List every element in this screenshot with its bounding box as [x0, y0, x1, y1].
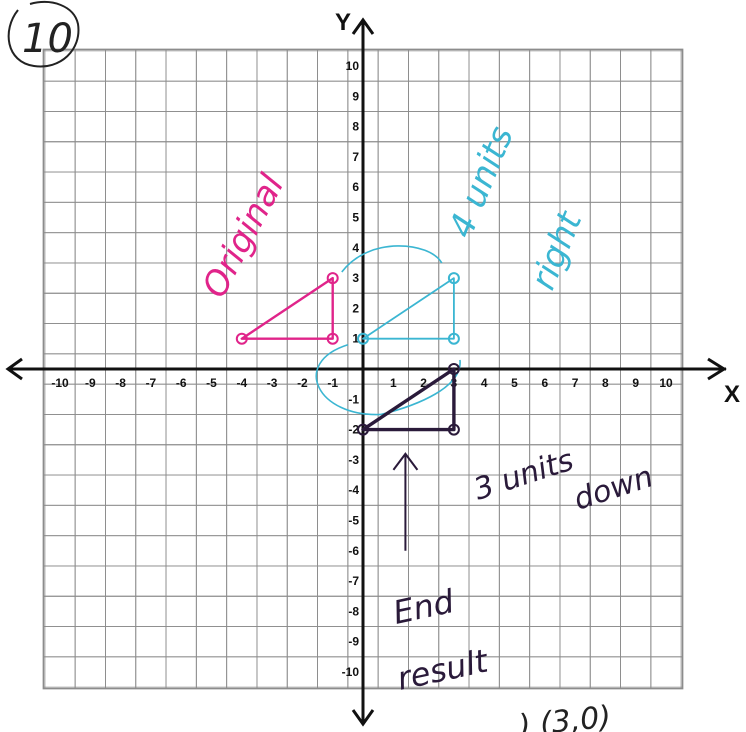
end-result-arrowhead: [392, 452, 419, 471]
end-result-line1: End: [390, 582, 458, 632]
original-triangle-vertex: [235, 332, 248, 345]
translate-down-line2: down: [570, 459, 658, 517]
original-triangle-vertex: [326, 272, 339, 285]
y-tick-label: -7: [348, 574, 359, 588]
y-tick-label: 2: [352, 301, 359, 315]
final-triangle-vertex: [447, 363, 460, 375]
y-axis-arrow-down: [351, 709, 375, 727]
x-axis-arrow-left: [5, 357, 23, 381]
y-tick-label: -6: [348, 544, 359, 558]
x-tick-label: 9: [632, 376, 639, 390]
y-tick-label: 1: [352, 332, 359, 346]
x-tick-label: 4: [481, 376, 488, 390]
translate-down-line1: 3 units: [470, 443, 578, 508]
x-tick-label: 5: [511, 376, 518, 390]
x-tick-label: -1: [327, 376, 338, 390]
x-tick-label: -9: [85, 376, 96, 390]
y-tick-label: 4: [352, 241, 359, 255]
x-tick-label: 10: [659, 376, 673, 390]
y-tick-label: 5: [352, 211, 359, 225]
shifted-triangle: [362, 277, 455, 340]
x-tick-label: -8: [115, 376, 126, 390]
y-tick-label: 3: [352, 271, 359, 285]
triangles: [235, 245, 461, 551]
translate-right-line1: 4 units: [441, 121, 522, 244]
y-axis-name: Y: [335, 9, 351, 36]
y-tick-label: 7: [352, 150, 359, 164]
original-label: Original: [195, 167, 293, 304]
problem-number-badge: 10: [7, 1, 80, 68]
y-tick-label: -4: [348, 483, 359, 497]
y-tick-label: -8: [348, 604, 359, 618]
translate-right-line2: right: [523, 205, 591, 296]
y-tick-label: -2: [348, 423, 359, 437]
x-tick-label: -5: [206, 376, 217, 390]
x-tick-label: 1: [390, 376, 397, 390]
original-triangle: [240, 276, 334, 340]
shifted-triangle-vertex: [447, 272, 460, 285]
x-tick-label: -4: [236, 376, 247, 390]
axes: [5, 17, 727, 727]
x-tick-label: -6: [176, 376, 187, 390]
x-tick-label: 7: [572, 376, 579, 390]
x-axis-name: X: [724, 381, 740, 408]
final-triangle: [361, 367, 456, 432]
y-tick-label: -5: [348, 514, 359, 528]
x-tick-label: 2: [420, 376, 427, 390]
x-tick-label: -2: [297, 376, 308, 390]
x-axis-arrow-right: [707, 357, 727, 381]
x-tick-label: -10: [51, 376, 69, 390]
tick-labels: -10 -9 -8 -7 -6 -5 -4 -3 -2 -1 1 2 3 4 5 6 7 8 9 10 -10 -9 -8 -…: [51, 59, 673, 679]
bottom-partial-text: ) (3,0): [515, 699, 613, 732]
y-tick-label: 8: [352, 120, 359, 134]
shift-arc-upper: [341, 245, 443, 273]
y-tick-label: -3: [348, 453, 359, 467]
x-tick-label: 8: [602, 376, 609, 390]
x-tick-label: -7: [146, 376, 157, 390]
shift-arc-lower: [315, 343, 382, 416]
shifted-triangle-vertex: [447, 332, 460, 345]
y-tick-label: 6: [352, 180, 359, 194]
final-triangle-vertex: [447, 423, 460, 436]
y-tick-label: -1: [348, 392, 359, 406]
y-tick-label: -10: [342, 665, 360, 679]
y-axis-arrow-up: [351, 17, 375, 35]
y-tick-label: -9: [348, 635, 359, 649]
original-triangle-vertex: [326, 332, 339, 345]
y-tick-label: 9: [352, 89, 359, 103]
problem-number: 10: [22, 16, 73, 62]
shifted-triangle-vertex: [357, 332, 369, 345]
final-triangle-vertex: [357, 423, 369, 436]
y-tick-label: 10: [346, 59, 360, 73]
x-tick-label: 6: [541, 376, 548, 390]
x-tick-label: -3: [267, 376, 278, 390]
